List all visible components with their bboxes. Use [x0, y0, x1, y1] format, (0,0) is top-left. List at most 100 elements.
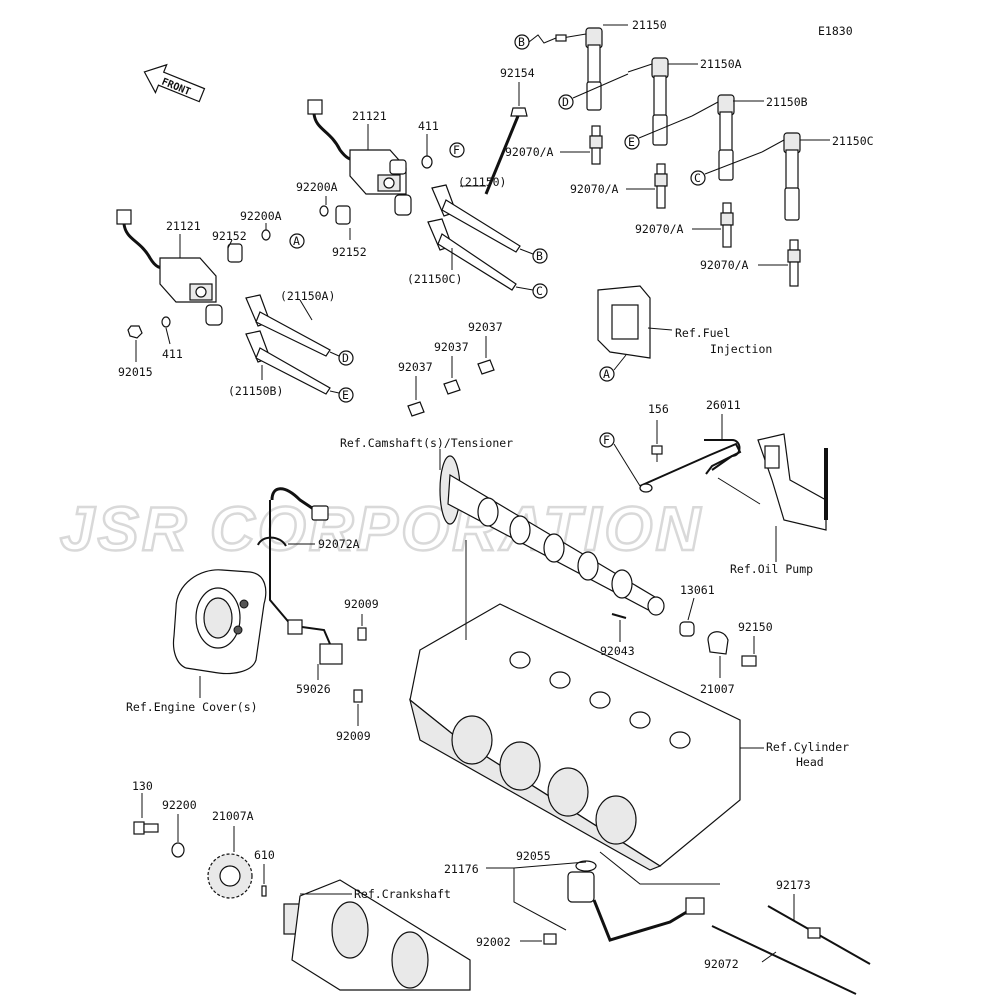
- screw-92009-upper[interactable]: [357, 627, 367, 641]
- lead-tube-21150A[interactable]: [245, 294, 331, 357]
- svg-text:C: C: [694, 171, 701, 185]
- callout-13061: 13061: [680, 583, 715, 597]
- connector-D-top: D: [558, 73, 629, 110]
- fuel-injection-bracket: [597, 285, 651, 359]
- callout-92055: 92055: [516, 849, 551, 863]
- callout-411-lower: 411: [162, 347, 183, 361]
- callout-21150A-paren: (21150A): [280, 289, 335, 303]
- collar-92152-upper[interactable]: [335, 205, 351, 225]
- clamp-92037-a[interactable]: [477, 359, 495, 375]
- bolt-92154[interactable]: [484, 107, 528, 195]
- bolt-92150[interactable]: [741, 655, 757, 667]
- connector-C-lead: C: [515, 283, 548, 299]
- callout-21150B: 21150B: [766, 95, 808, 109]
- spark-plug-4[interactable]: [787, 239, 801, 287]
- ref-fuel-injection-line2: Injection: [710, 342, 772, 356]
- ref-cylinder-head-line2: Head: [796, 755, 824, 769]
- callout-92070-4: 92070/A: [700, 258, 749, 272]
- cable-tie-92173[interactable]: [767, 905, 871, 965]
- spark-plug-3[interactable]: [720, 202, 734, 248]
- screw-92009-lower[interactable]: [353, 689, 363, 703]
- svg-text:F: F: [603, 433, 610, 447]
- plug-cap-21150[interactable]: [555, 27, 603, 111]
- rotor-21007A[interactable]: [207, 853, 253, 899]
- ref-oil-pump: Ref.Oil Pump: [730, 562, 813, 576]
- lead-tube-21150[interactable]: [431, 184, 521, 253]
- cap-13061[interactable]: [679, 621, 695, 637]
- cylinder-head: [408, 603, 741, 871]
- svg-text:E: E: [628, 135, 635, 149]
- sensor-lead-left[interactable]: [257, 487, 329, 627]
- rotor-21007[interactable]: [707, 631, 729, 655]
- callout-26011: 26011: [706, 398, 741, 412]
- callout-92152-lower: 92152: [212, 229, 247, 243]
- pin-92043[interactable]: [611, 613, 627, 619]
- callout-21121-lower: 21121: [166, 219, 201, 233]
- plug-cap-21150A[interactable]: [627, 57, 669, 146]
- cable-tie-92072[interactable]: [711, 925, 857, 995]
- spark-plug-1[interactable]: [589, 125, 603, 165]
- svg-text:B: B: [536, 249, 543, 263]
- svg-text:F: F: [453, 143, 460, 157]
- ignition-coil-upper[interactable]: [307, 99, 412, 216]
- callout-92037-b: 92037: [434, 340, 469, 354]
- connector-E-top: E: [624, 115, 693, 150]
- connector-F-mid: F: [449, 142, 465, 158]
- callout-92002: 92002: [476, 935, 511, 949]
- camshaft: [439, 455, 665, 616]
- callout-130: 130: [132, 779, 153, 793]
- connector-B-lead: B: [519, 248, 548, 264]
- connector-C-top: C: [690, 151, 763, 186]
- svg-text:E: E: [342, 388, 349, 402]
- ref-cylinder-head-line1: Ref.Cylinder: [766, 740, 849, 754]
- callout-92152-upper: 92152: [332, 245, 367, 259]
- washer-92200A-upper[interactable]: [319, 205, 329, 217]
- svg-text:B: B: [518, 35, 525, 49]
- callout-59026: 59026: [296, 682, 331, 696]
- svg-text:D: D: [342, 351, 349, 365]
- pin-610[interactable]: [261, 885, 267, 897]
- callout-92154: 92154: [500, 66, 535, 80]
- callout-92037-a: 92037: [468, 320, 503, 334]
- nut-92015[interactable]: [127, 325, 143, 339]
- cam-sensor-21176[interactable]: [567, 851, 720, 942]
- callout-92037-c: 92037: [398, 360, 433, 374]
- callout-92150: 92150: [738, 620, 773, 634]
- washer-92200A-lower[interactable]: [261, 229, 271, 241]
- callout-92200: 92200: [162, 798, 197, 812]
- svg-text:D: D: [562, 95, 569, 109]
- connector-B-top: B: [514, 34, 557, 50]
- washer-411-lower[interactable]: [161, 316, 171, 328]
- callout-92072: 92072: [704, 957, 739, 971]
- clamp-92037-b[interactable]: [443, 379, 461, 395]
- callout-92072A: 92072A: [318, 537, 360, 551]
- plug-cap-21150B[interactable]: [691, 94, 735, 181]
- plug-cap-21150C[interactable]: [761, 132, 801, 221]
- connector-A-mid: A: [289, 233, 305, 249]
- lead-26011[interactable]: [639, 439, 742, 493]
- callout-610: 610: [254, 848, 275, 862]
- callout-21121-upper: 21121: [352, 109, 387, 123]
- callout-21007A: 21007A: [212, 809, 254, 823]
- callout-92009-upper: 92009: [344, 597, 379, 611]
- ref-engine-covers: Ref.Engine Cover(s): [126, 700, 258, 714]
- callout-21176: 21176: [444, 862, 479, 876]
- spark-plug-2[interactable]: [654, 163, 668, 209]
- bolt-130[interactable]: [133, 821, 159, 835]
- front-arrow: FRONT: [143, 63, 206, 103]
- washer-92200[interactable]: [171, 842, 185, 858]
- callout-92070-2: 92070/A: [570, 182, 619, 196]
- clamp-92037-c[interactable]: [407, 401, 425, 417]
- lead-tube-21150C[interactable]: [427, 218, 517, 291]
- bolt-156[interactable]: [651, 445, 663, 462]
- ignition-coil-lower[interactable]: [116, 209, 223, 326]
- callout-92015: 92015: [118, 365, 153, 379]
- washer-411-upper[interactable]: [421, 155, 433, 169]
- collar-92152-lower[interactable]: [227, 243, 243, 263]
- sensor-59026[interactable]: [287, 619, 343, 665]
- lead-tube-21150B[interactable]: [245, 330, 331, 395]
- callout-21150B-paren: (21150B): [228, 384, 283, 398]
- bolt-92002[interactable]: [543, 933, 557, 945]
- callout-92043: 92043: [600, 644, 635, 658]
